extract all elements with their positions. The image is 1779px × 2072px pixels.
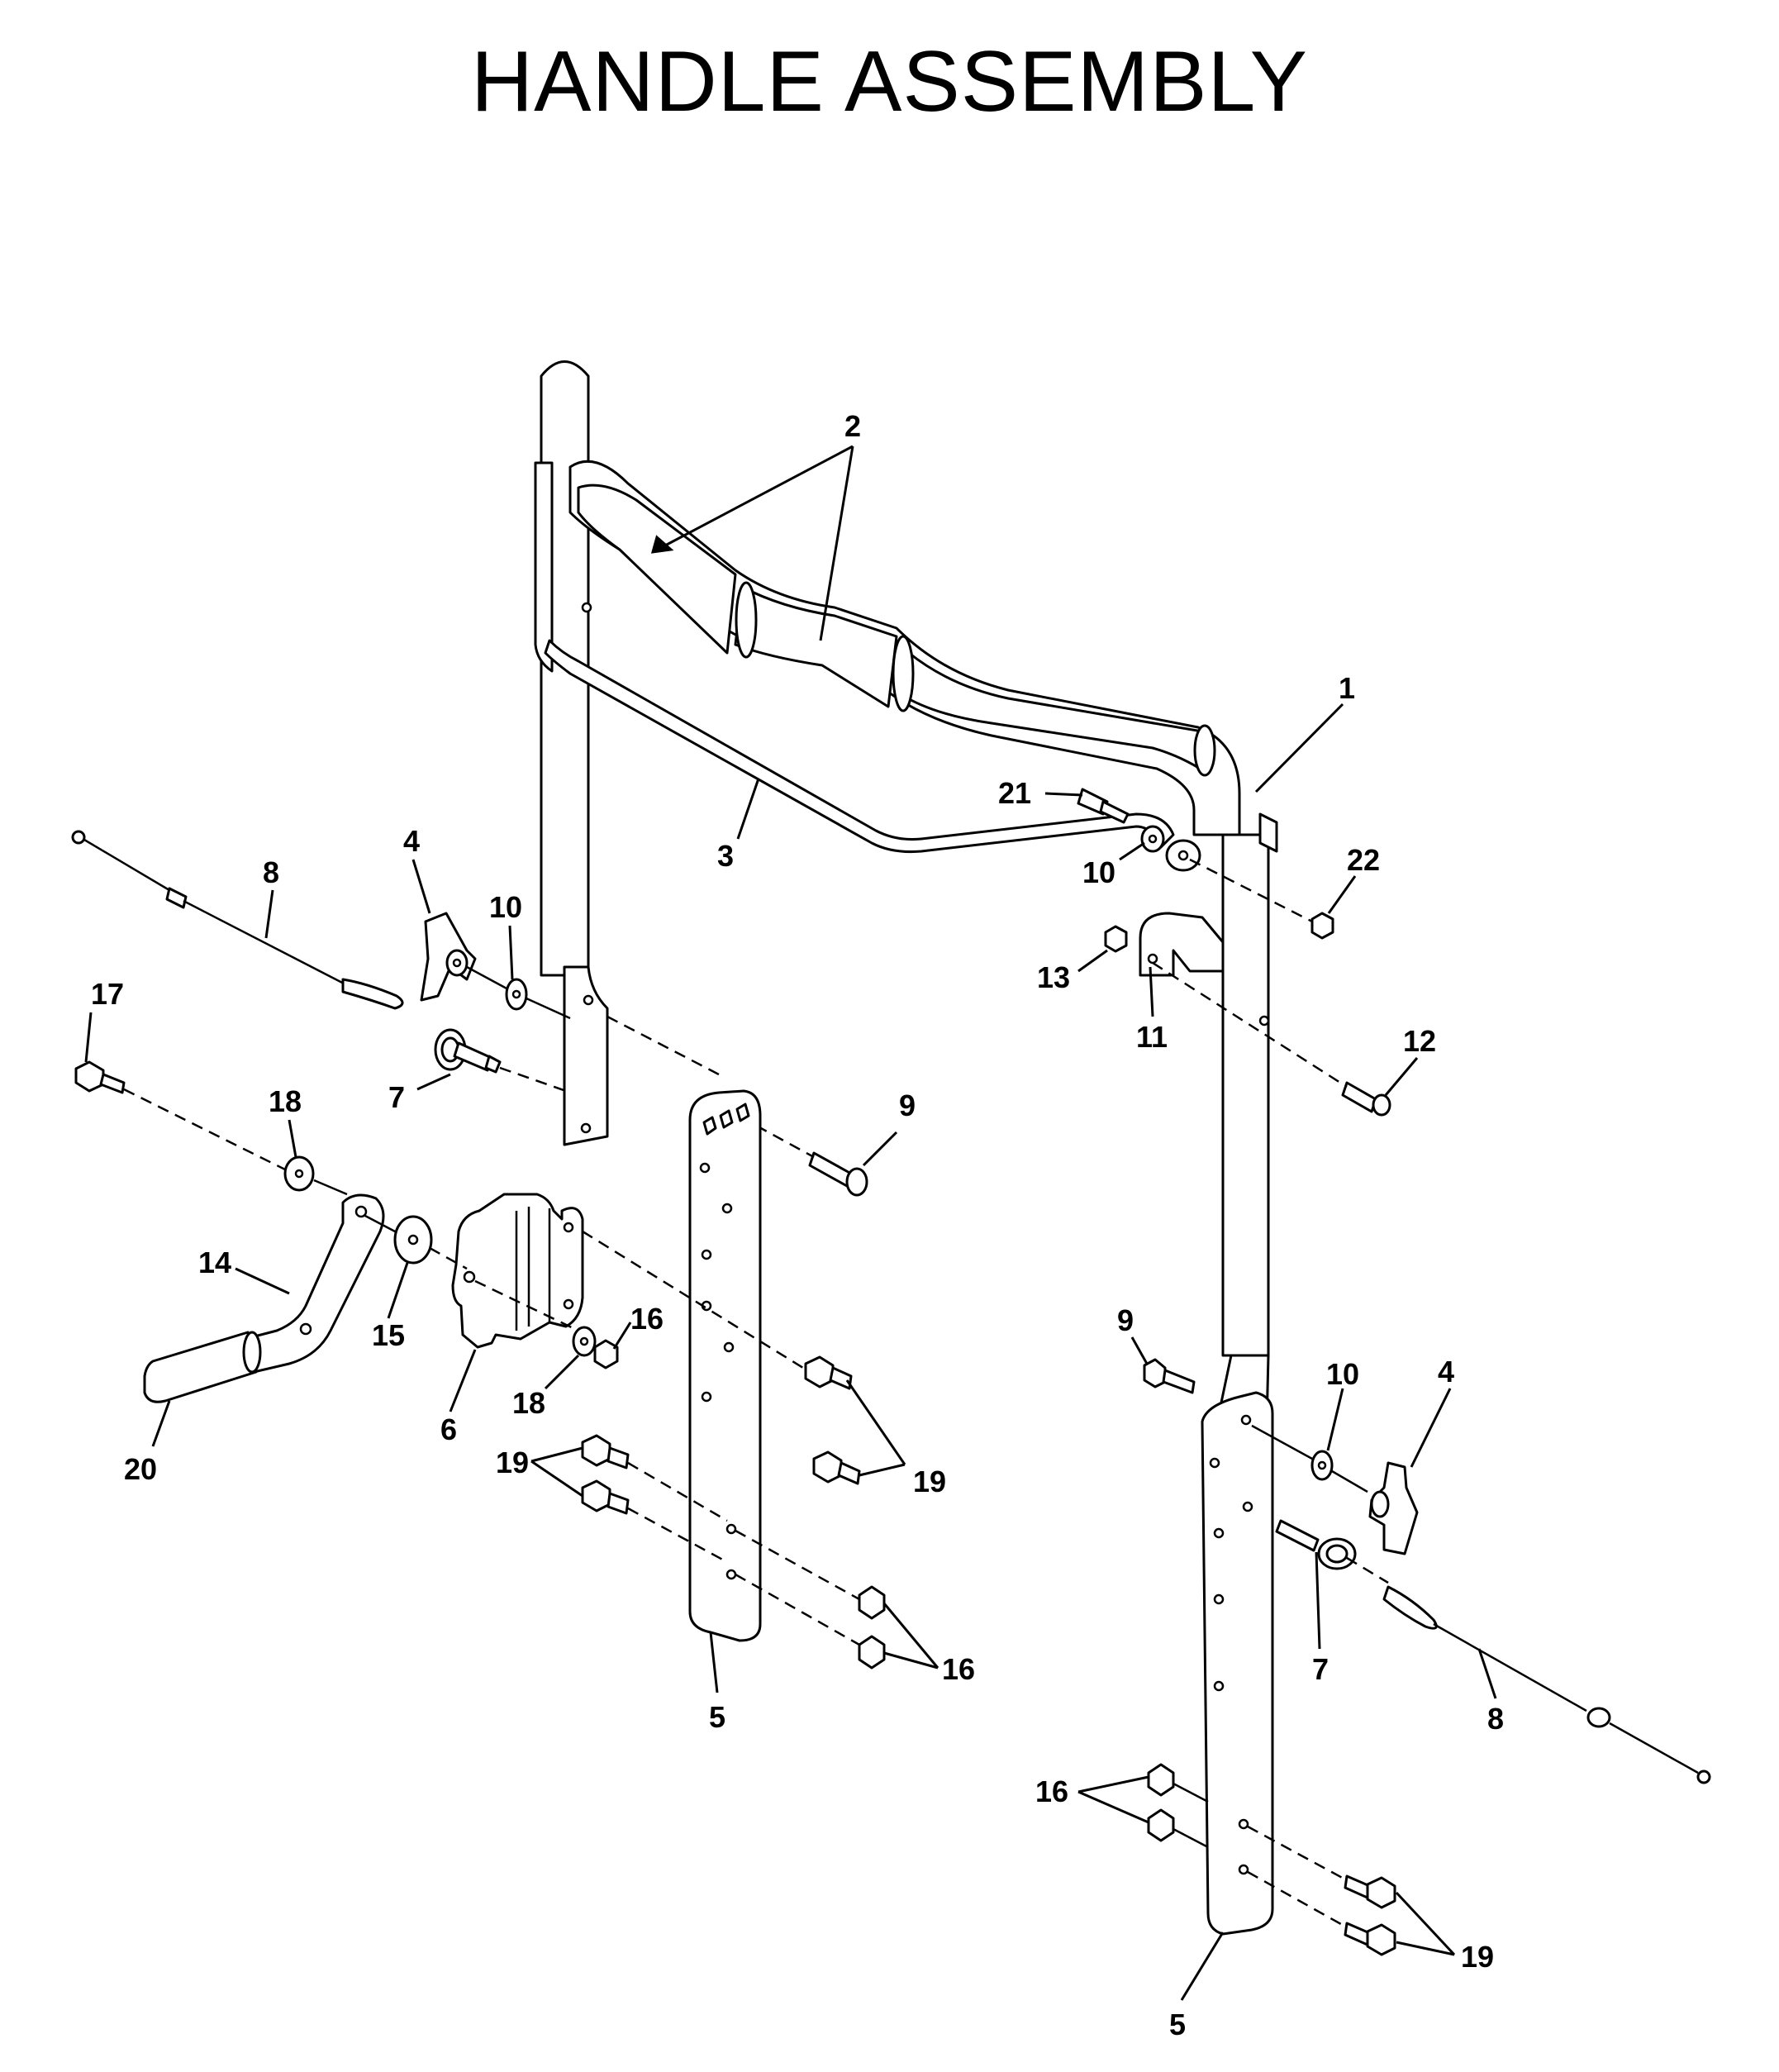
- cable-8-right: [1382, 1585, 1711, 1784]
- callout-16: 16: [942, 1652, 975, 1686]
- callout-22: 22: [1347, 843, 1380, 877]
- bolt-19-a: [804, 1355, 853, 1390]
- nut-13: [1104, 925, 1128, 953]
- callout-4: 4: [1438, 1355, 1454, 1388]
- callout-5: 5: [709, 1700, 725, 1734]
- nut-16-c: [1147, 1763, 1175, 1797]
- callout-11: 11: [1136, 1020, 1168, 1054]
- callout-10: 10: [1326, 1357, 1359, 1391]
- callout-18: 18: [512, 1386, 545, 1420]
- knob-4-right: [1368, 1461, 1419, 1555]
- callout-labels: 2 1 21 3 10 22 8 4 10 13 11 12 17 7 18 9…: [91, 409, 1504, 2041]
- plate-5-left: [688, 1089, 762, 1642]
- bolt-19-c: [581, 1434, 630, 1469]
- grip-20: [143, 1331, 262, 1403]
- callout-10: 10: [1082, 855, 1115, 889]
- pin-7-right: [1275, 1519, 1357, 1570]
- bracket-6: [451, 1193, 584, 1349]
- nut-16-d: [1147, 1808, 1175, 1842]
- callout-1: 1: [1339, 671, 1355, 705]
- bracket-11: [1139, 912, 1225, 977]
- callout-17: 17: [91, 977, 124, 1011]
- knob-4-left: [420, 912, 477, 1002]
- handle-tube: [534, 360, 1270, 1539]
- bolt-21: [1077, 788, 1130, 824]
- callout-15: 15: [372, 1318, 405, 1352]
- bolt-12: [1341, 1081, 1391, 1117]
- bolt-19-d: [581, 1479, 630, 1515]
- pin-7-left: [434, 1028, 502, 1074]
- bolt-19-b: [812, 1450, 861, 1485]
- bolt-17: [74, 1060, 126, 1094]
- callout-19: 19: [496, 1446, 529, 1479]
- bolt-9-lower: [1143, 1358, 1196, 1394]
- cable-8-left: [71, 830, 404, 1010]
- callout-6: 6: [440, 1412, 457, 1446]
- callout-9: 9: [899, 1088, 916, 1122]
- callout-4: 4: [403, 824, 420, 858]
- callout-13: 13: [1037, 960, 1070, 994]
- nut-16-a: [858, 1585, 886, 1620]
- leader-lines: [84, 445, 1497, 2001]
- callout-19: 19: [1461, 1940, 1494, 1974]
- bolt-19-f: [1344, 1922, 1396, 1956]
- callout-18: 18: [269, 1084, 302, 1118]
- nut-16-upper: [593, 1339, 619, 1369]
- callout-14: 14: [198, 1246, 231, 1279]
- callout-8: 8: [263, 855, 279, 889]
- callout-19: 19: [913, 1465, 946, 1498]
- callout-21: 21: [998, 776, 1031, 810]
- bolt-9-upper: [808, 1151, 868, 1197]
- callout-10: 10: [489, 890, 522, 924]
- callout-12: 12: [1403, 1024, 1436, 1058]
- callout-5: 5: [1169, 2008, 1186, 2041]
- callout-8: 8: [1487, 1702, 1504, 1736]
- callout-16: 16: [1035, 1774, 1068, 1808]
- bolt-19-e: [1344, 1874, 1396, 1909]
- callout-7: 7: [1312, 1652, 1329, 1686]
- page-title: HANDLE ASSEMBLY: [470, 34, 1308, 130]
- callout-3: 3: [717, 839, 734, 873]
- plate-5-right: [1201, 1391, 1274, 1936]
- callout-9: 9: [1117, 1303, 1134, 1337]
- callout-20: 20: [124, 1452, 157, 1486]
- callout-7: 7: [388, 1080, 405, 1114]
- callout-2: 2: [844, 409, 861, 443]
- nut-22: [1310, 912, 1334, 940]
- nut-16-b: [858, 1635, 886, 1670]
- callout-16: 16: [630, 1302, 664, 1336]
